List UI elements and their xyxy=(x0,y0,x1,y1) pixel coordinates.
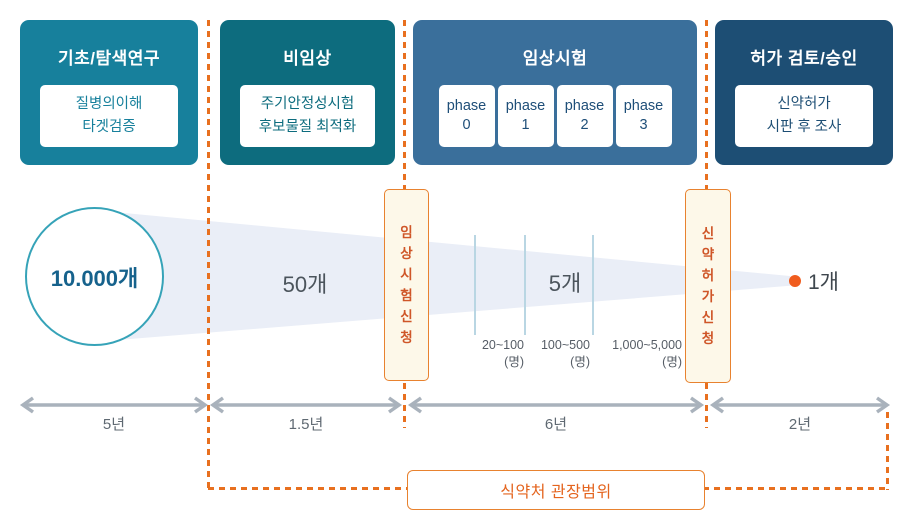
dashed-scope-line-left xyxy=(208,487,407,490)
milestone-ind-application: 임상시험신청 xyxy=(384,189,429,381)
stage-title: 임상시험 xyxy=(522,49,588,68)
dashed-scope-line-right xyxy=(703,487,888,490)
participant-unit: (명) xyxy=(662,355,682,369)
participant-unit: (명) xyxy=(504,355,524,369)
phase-number: 2 xyxy=(580,117,589,133)
duration-approval: 2년 xyxy=(788,416,812,433)
phase-divider xyxy=(592,235,594,335)
stage-title: 기초/탐색연구 xyxy=(57,49,161,68)
count-after-nonclinical: 50개 xyxy=(282,272,328,297)
stage-sub-line: 질병의이해 xyxy=(75,96,143,112)
mfds-scope-label: 식약처 관장범위 xyxy=(500,484,612,501)
duration-nonclinical: 1.5년 xyxy=(288,416,324,433)
phase-row: phase 0 phase 1 phase 2 phase 3 xyxy=(437,85,673,147)
phase-number: 1 xyxy=(521,117,530,133)
phase-0-box: phase 0 xyxy=(438,85,495,147)
milestone-label: 임상시험신청 xyxy=(400,225,413,345)
phase-label: phase xyxy=(623,98,664,114)
count-start: 10.000개 xyxy=(50,265,139,291)
count-final: 1개 xyxy=(808,271,839,294)
phase-3-box: phase 3 xyxy=(615,85,672,147)
stage-sub-line: 주기안정성시험 xyxy=(260,96,355,112)
participant-range: 1,000~5,000 xyxy=(612,338,682,352)
participants-phase2: 100~500 (명) xyxy=(505,337,590,371)
stage-sub-line: 시판 후 조사 xyxy=(766,119,842,135)
participants-phase1: 20~100 (명) xyxy=(444,337,524,371)
stage-clinical-trial: 임상시험 phase 0 phase 1 phase 2 phase 3 xyxy=(413,20,697,165)
milestone-label: 신약허가신청 xyxy=(701,226,715,346)
participants-phase3: 1,000~5,000 (명) xyxy=(592,337,682,371)
timeline-arrows xyxy=(19,396,891,414)
stage-basic-research: 기초/탐색연구 질병의이해 타겟검증 xyxy=(20,20,198,165)
participant-unit: (명) xyxy=(570,355,590,369)
phase-2-box: phase 2 xyxy=(556,85,613,147)
phase-label: phase xyxy=(505,98,546,114)
duration-clinical: 6년 xyxy=(544,416,568,433)
stage-sub-line: 신약허가 xyxy=(777,96,831,112)
stage-title: 허가 검토/승인 xyxy=(750,49,858,68)
mfds-scope-box: 식약처 관장범위 xyxy=(407,470,705,510)
phase-1-box: phase 1 xyxy=(497,85,554,147)
candidate-count-circle: 10.000개 xyxy=(25,207,164,346)
phase-label: phase xyxy=(564,98,605,114)
phase-label: phase xyxy=(446,98,487,114)
phase-number: 0 xyxy=(462,117,471,133)
dashed-separator-right xyxy=(886,412,889,490)
count-after-clinical: 5개 xyxy=(548,271,582,296)
phase-divider xyxy=(474,235,476,335)
phase-divider xyxy=(524,235,526,335)
stage-title: 비임상 xyxy=(283,49,332,68)
stage-sub-line: 후보물질 최적화 xyxy=(258,119,357,135)
stage-approval-sub-box: 신약허가 시판 후 조사 xyxy=(735,85,873,147)
final-candidate-dot xyxy=(789,275,801,287)
milestone-nda-application: 신약허가신청 xyxy=(685,189,731,383)
duration-basic: 5년 xyxy=(102,416,126,433)
stage-nonclinical: 비임상 주기안정성시험 후보물질 최적화 xyxy=(220,20,395,165)
stage-approval: 허가 검토/승인 신약허가 시판 후 조사 xyxy=(715,20,893,165)
stage-sub-line: 타겟검증 xyxy=(82,119,136,135)
stage-nonclinical-sub-box: 주기안정성시험 후보물질 최적화 xyxy=(240,85,375,147)
participant-range: 100~500 xyxy=(540,338,590,352)
dashed-separator-1 xyxy=(207,20,210,490)
participant-range: 20~100 xyxy=(481,338,524,352)
stage-basic-sub-box: 질병의이해 타겟검증 xyxy=(40,85,178,147)
phase-number: 3 xyxy=(639,117,648,133)
